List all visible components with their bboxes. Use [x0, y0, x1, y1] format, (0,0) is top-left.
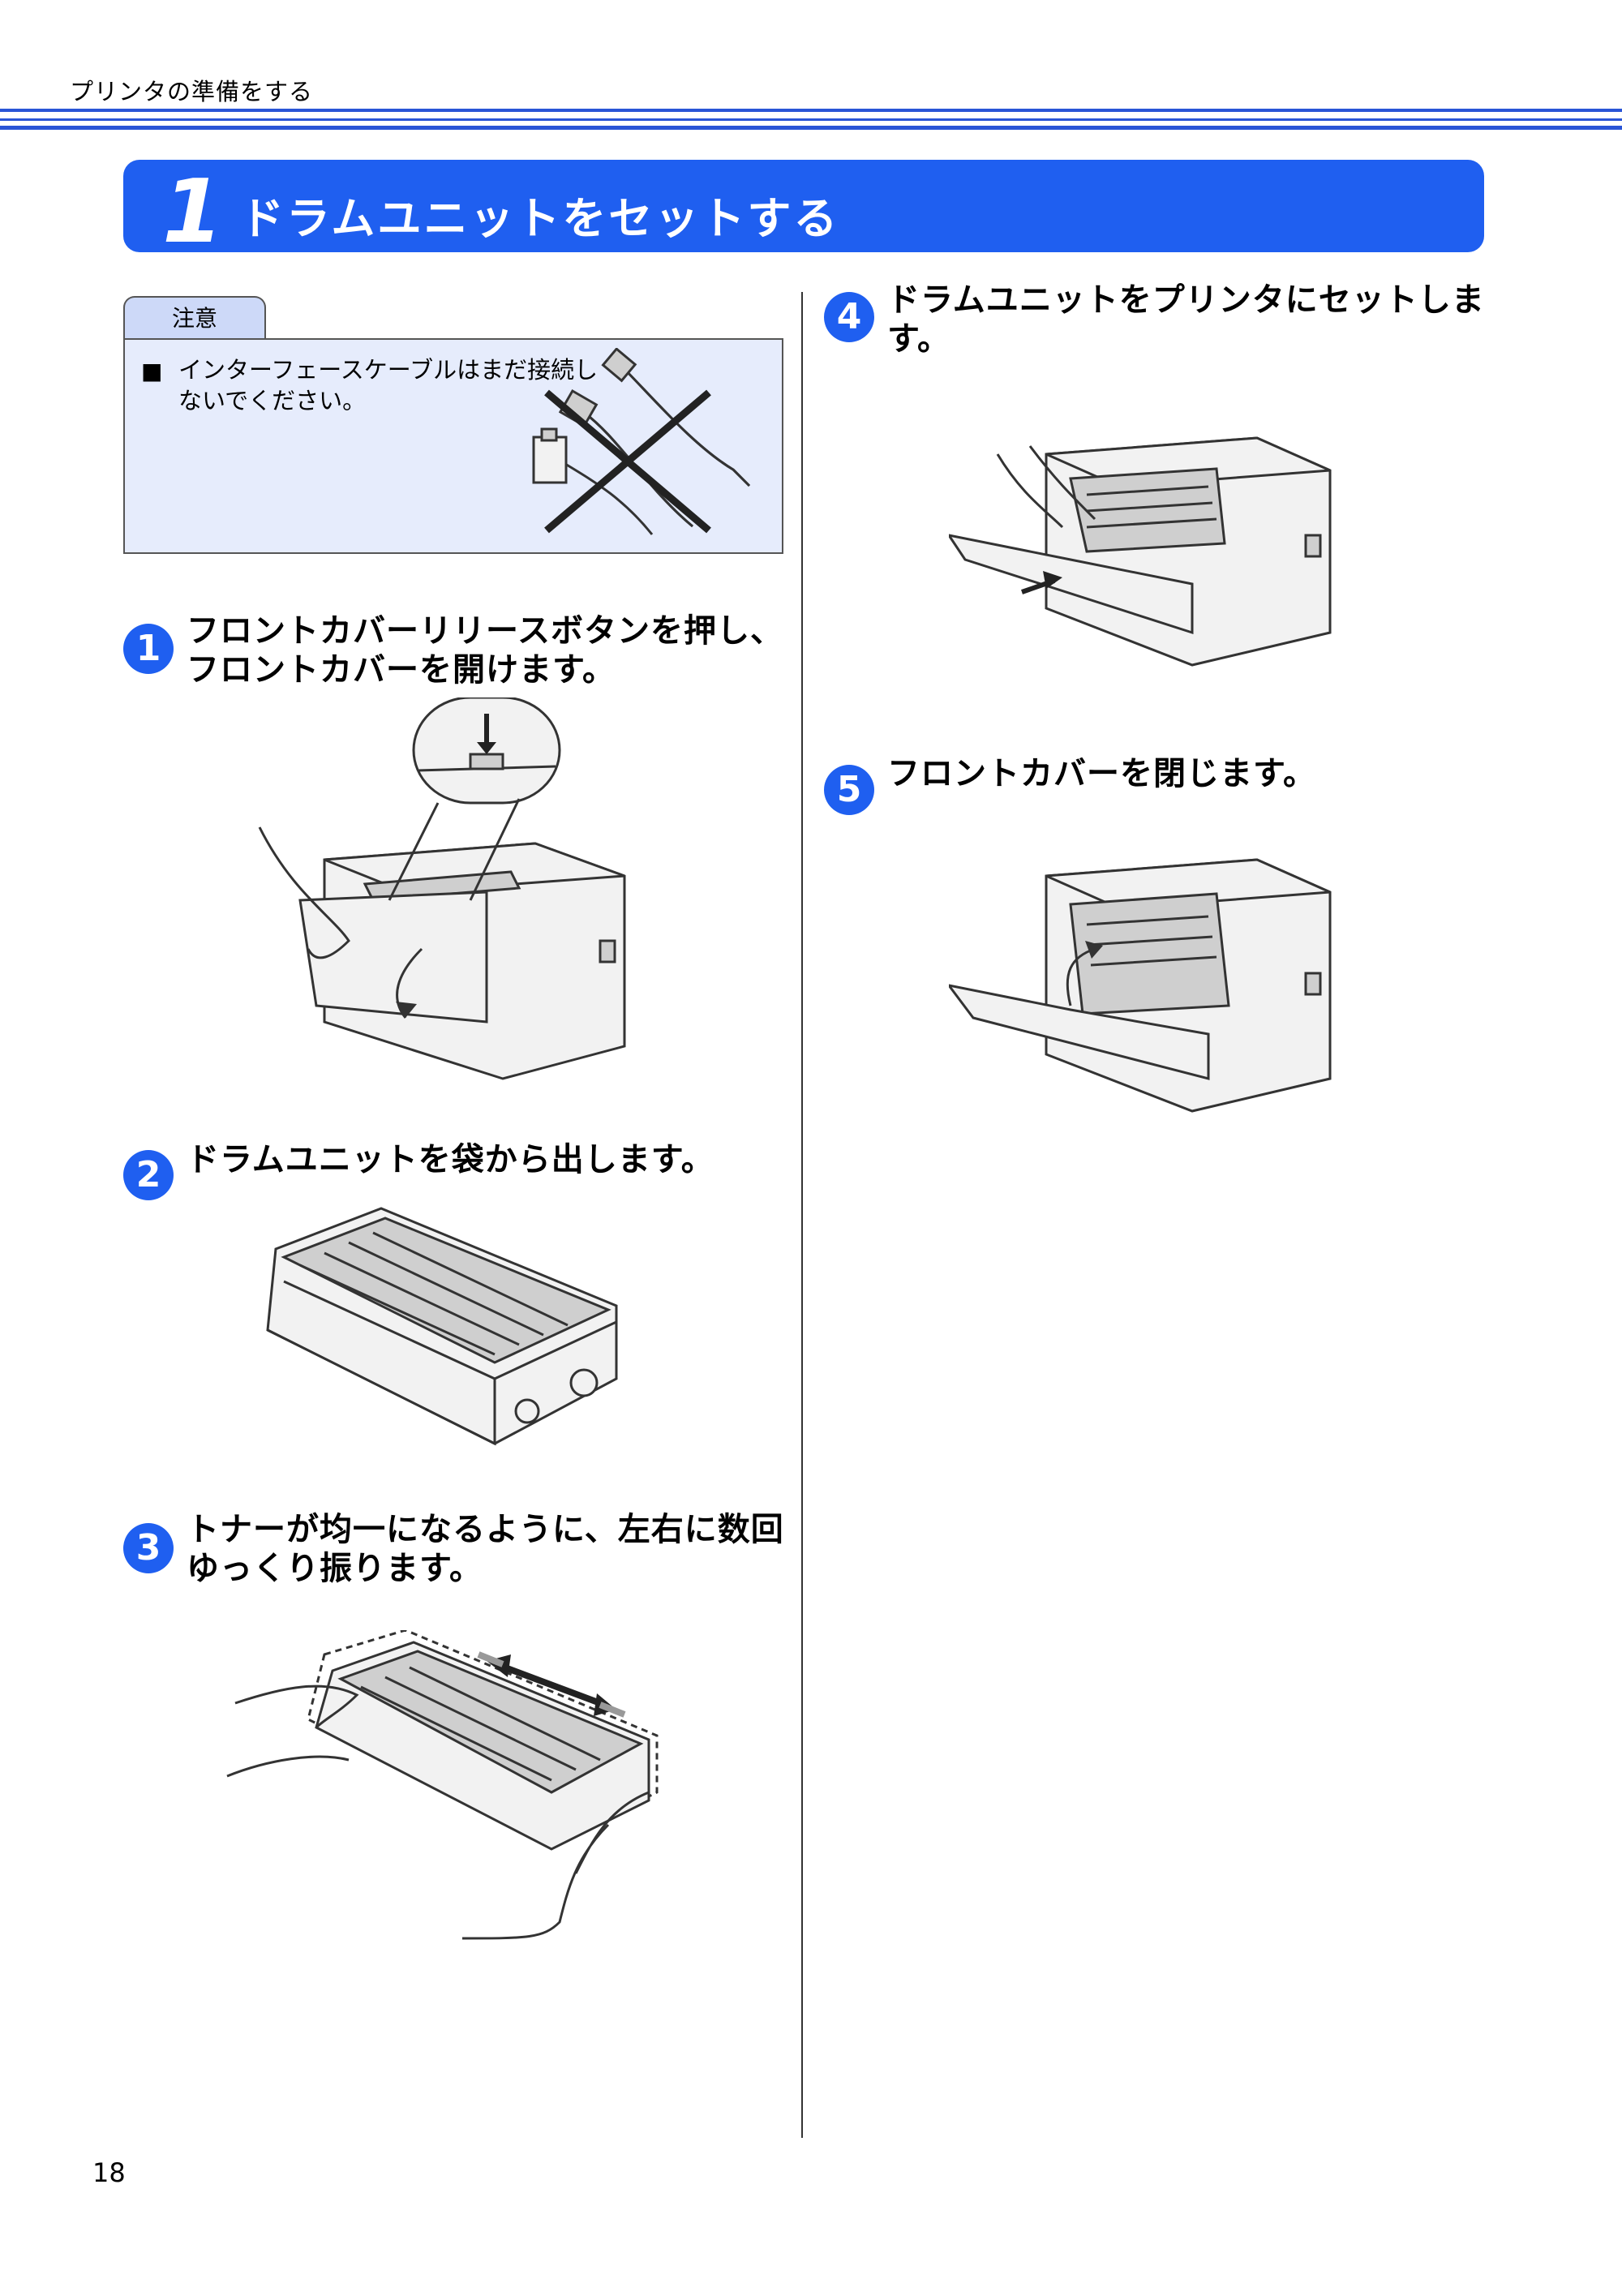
drum-unit-illustration	[266, 1207, 618, 1446]
close-front-cover-illustration	[949, 858, 1332, 1113]
step-1-number: 1	[123, 624, 174, 674]
step-5-number: 5	[824, 765, 874, 815]
step-1-text: フロントカバーリリースボタンを押し、フロントカバーを開けます。	[187, 612, 783, 689]
step-3-text: トナーが均一になるように、左右に数回ゆっくり振ります。	[187, 1511, 784, 1587]
shake-drum-unit-illustration	[226, 1630, 659, 1940]
step-2-number: 2	[123, 1150, 174, 1200]
column-divider	[801, 292, 803, 2138]
step-2-text: ドラムユニットを袋から出します。	[187, 1141, 714, 1178]
step-4-number: 4	[824, 292, 874, 342]
caution-tab: 注意	[123, 296, 266, 340]
header-rule-bottom	[0, 126, 1622, 130]
step-5-text: フロントカバーを閉じます。	[887, 755, 1316, 792]
section-number: 1	[162, 161, 224, 263]
page-number: 18	[92, 2157, 126, 2188]
header-rule-middle	[0, 118, 1622, 121]
section-banner: 1 ドラムユニットをセットする	[123, 160, 1484, 263]
section-title: ドラムユニットをセットする	[240, 193, 840, 244]
step-4-text: ドラムユニットをプリンタにセットします。	[887, 281, 1485, 358]
insert-drum-unit-illustration	[949, 436, 1332, 667]
caution-text: インターフェースケーブルはまだ接続しないでください。	[178, 356, 599, 414]
caution-bullet: ■	[141, 358, 163, 384]
caution-box: ■ インターフェースケーブルはまだ接続しないでください。	[123, 338, 783, 554]
printer-open-front-cover-illustration	[258, 697, 626, 1080]
step-3-number: 3	[123, 1523, 174, 1573]
cable-crossed-out-illustration	[532, 348, 751, 535]
running-header: プリンタの準備をする	[70, 78, 314, 105]
header-rule-top	[0, 109, 1622, 112]
